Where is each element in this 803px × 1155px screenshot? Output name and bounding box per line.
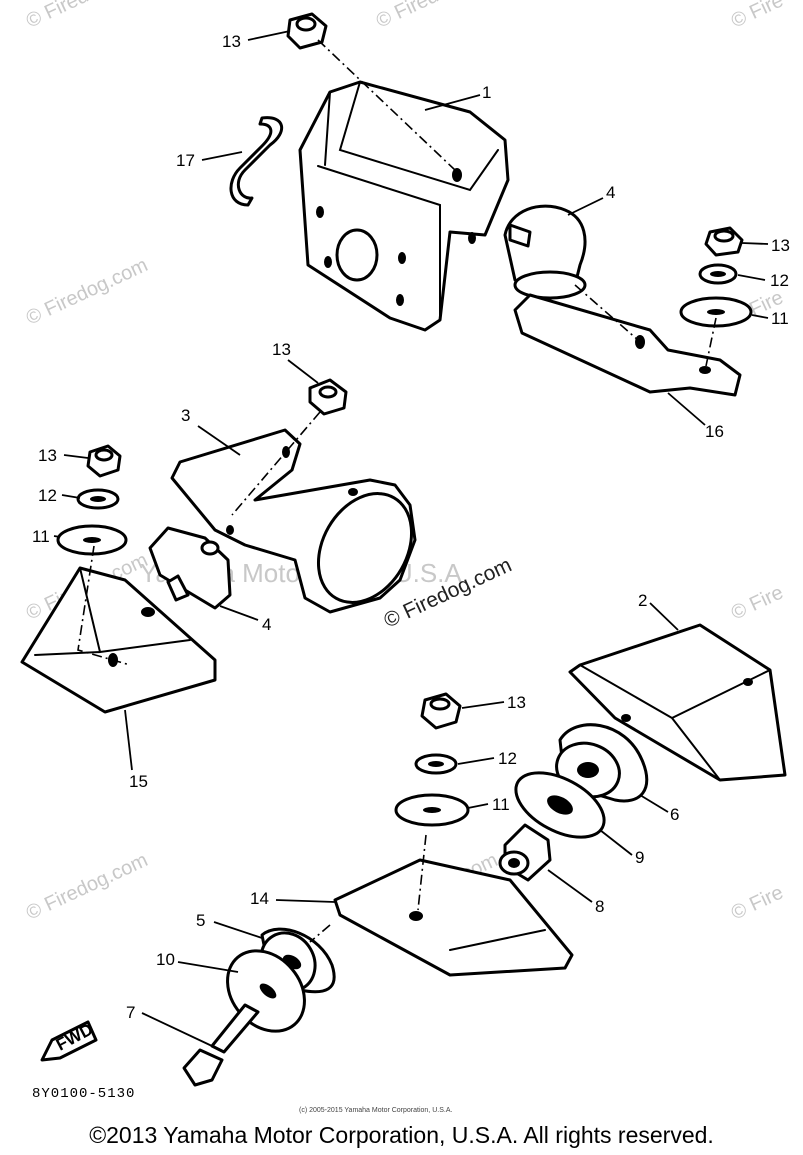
nut-13-right xyxy=(704,226,744,257)
bracket-15 xyxy=(20,566,217,714)
nut-13-middle xyxy=(308,378,348,416)
callout-11-left: 11 xyxy=(32,527,50,546)
center-line-upper-1 xyxy=(317,39,456,171)
center-line-upper-3 xyxy=(705,317,717,367)
watermark-left-lower: © Firedog.com xyxy=(23,849,151,924)
washer-11-lower xyxy=(394,793,470,827)
center-line-middle-1 xyxy=(231,411,321,516)
damper-4-middle xyxy=(148,526,232,610)
callout-10: 10 xyxy=(156,950,175,969)
callout-12-right: 12 xyxy=(770,271,789,290)
diagram-code: 8Y0100-5130 xyxy=(32,1086,135,1102)
callout-8: 8 xyxy=(595,897,604,916)
callout-4-upper: 4 xyxy=(606,183,615,202)
callout-13-left: 13 xyxy=(38,446,57,465)
callout-13-lower: 13 xyxy=(507,693,526,712)
callout-1: 1 xyxy=(482,83,491,102)
leader-lines xyxy=(53,30,769,1047)
watermark-right-middle: © Fire xyxy=(728,581,787,624)
copyright-notice: ©2013 Yamaha Motor Corporation, U.S.A. A… xyxy=(89,1122,714,1148)
callout-11-lower: 11 xyxy=(492,795,510,814)
center-line-upper-2 xyxy=(574,284,639,341)
assembly-middle-left xyxy=(20,378,417,714)
callout-13-right: 13 xyxy=(771,236,790,255)
watermark-top-left: © Firedog.com xyxy=(23,0,151,33)
callout-17: 17 xyxy=(176,151,195,170)
assembly-lower: FWD xyxy=(40,623,787,1087)
lockwasher-12-left xyxy=(76,488,120,510)
callout-15: 15 xyxy=(129,772,148,791)
watermark-top-right: © Fire xyxy=(728,0,787,33)
callout-6: 6 xyxy=(670,805,679,824)
bracket-14 xyxy=(333,858,574,977)
callout-3: 3 xyxy=(181,406,190,425)
callout-labels: 13 1 17 4 13 12 11 16 13 3 13 12 11 4 15… xyxy=(32,32,790,1022)
small-credit: (c) 2005-2015 Yamaha Motor Corporation, … xyxy=(299,1107,452,1114)
center-line-middle-2 xyxy=(77,545,131,666)
lockwasher-12-right xyxy=(698,263,738,285)
bolt-7 xyxy=(182,1003,260,1087)
callout-14: 14 xyxy=(250,889,269,908)
callout-2: 2 xyxy=(638,591,647,610)
watermark-left-upper: © Firedog.com xyxy=(23,254,151,329)
fwd-arrow: FWD xyxy=(40,1020,98,1062)
callout-5: 5 xyxy=(196,911,205,930)
washer-11-right xyxy=(679,296,753,328)
bracket-16 xyxy=(513,293,742,397)
callout-7: 7 xyxy=(126,1003,135,1022)
washer-11-left xyxy=(56,524,128,556)
callout-4-middle: 4 xyxy=(262,615,271,634)
callout-12-left: 12 xyxy=(38,486,57,505)
bracket-2 xyxy=(568,623,787,782)
assembly-upper xyxy=(229,12,753,397)
center-line-lower-1 xyxy=(417,834,427,911)
lockwasher-12-lower xyxy=(414,753,458,775)
nut-13-left xyxy=(86,444,122,478)
callout-12-lower: 12 xyxy=(498,749,517,768)
callout-13-top: 13 xyxy=(222,32,241,51)
callout-13-middle: 13 xyxy=(272,340,291,359)
damper-4-upper xyxy=(503,204,587,300)
center-line-lower-2 xyxy=(309,924,331,943)
callout-16: 16 xyxy=(705,422,724,441)
nut-13-top xyxy=(286,12,328,50)
washer-9 xyxy=(514,771,606,839)
callout-9: 9 xyxy=(635,848,644,867)
callout-11-right: 11 xyxy=(771,309,789,328)
watermark-top-center: © Firedog.com xyxy=(373,0,501,33)
bracket-1 xyxy=(298,80,510,332)
clip-17 xyxy=(229,116,283,207)
bracket-3 xyxy=(170,428,417,614)
watermark-right-lower: © Fire xyxy=(728,881,787,924)
collar-8 xyxy=(498,823,552,882)
nut-13-lower xyxy=(420,692,462,730)
